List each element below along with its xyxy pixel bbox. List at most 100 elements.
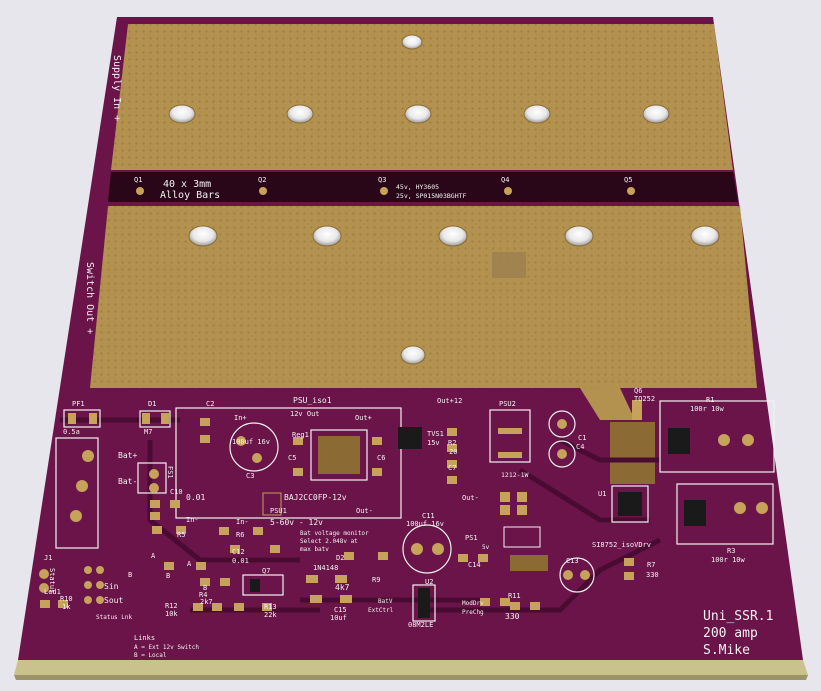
label-r3-value: 100r 10w	[711, 556, 746, 564]
label-extctrl: ExtCtrl	[368, 607, 394, 614]
label-psu1: PSU1	[270, 507, 287, 515]
label-u2-part: 08M2LE	[408, 621, 433, 629]
label-r13: R13	[264, 603, 277, 611]
label-c14: C14	[468, 561, 481, 569]
label-c1: C1	[578, 434, 586, 442]
label-tvs1: TVS1	[427, 430, 444, 438]
component-pads	[39, 413, 768, 618]
psu2-outline	[489, 409, 531, 463]
label-q5: Q5	[624, 176, 632, 184]
label-psu-iso1: PSU_iso1	[293, 396, 332, 405]
label-j1: J1	[44, 554, 52, 562]
transistor-band	[108, 172, 738, 202]
label-r13-value: 22k	[264, 611, 277, 619]
label-r2: R2	[448, 439, 456, 447]
fs1-outline	[137, 462, 167, 494]
label-batv: BatV	[378, 598, 393, 605]
label-r6: R6	[236, 531, 244, 539]
label-q4: Q4	[501, 176, 509, 184]
bar-note-2: Alloy Bars	[160, 190, 220, 201]
label-r1: R1	[706, 396, 714, 404]
label-c12: C12	[232, 548, 245, 556]
label-c6: C6	[377, 454, 385, 462]
psu-iso1-outline	[175, 407, 402, 519]
u1-outline	[611, 485, 649, 523]
label-pf1: PF1	[72, 400, 85, 408]
label-r10-value: 1k	[62, 603, 71, 611]
label-c5: C5	[288, 454, 296, 462]
label-monitor-2: Select 2.048v at	[300, 538, 358, 545]
bar-note-1: 40 x 3mm	[163, 179, 211, 190]
c13-outline	[559, 557, 595, 593]
label-r2-value: 20	[449, 448, 457, 456]
u2-outline	[412, 584, 436, 622]
label-r12: R12	[165, 602, 178, 610]
label-r5: R5	[177, 531, 185, 539]
label-c2: C2	[206, 400, 214, 408]
label-sout: Sout	[104, 596, 123, 605]
c3-outline	[229, 422, 279, 472]
label-out-minus-2: Out-	[462, 494, 479, 502]
label-r10: R10	[60, 595, 73, 603]
label-r1-value: 100r 10w	[690, 405, 725, 413]
label-links-a: A = Ext 12v Switch	[134, 644, 199, 651]
label-psu2-part: 1212-1W	[501, 471, 528, 479]
label-d2-part: 1N4148	[313, 564, 338, 572]
label-range: 5-60v - 12v	[270, 518, 323, 527]
label-reg-part: BAJ2CC0FP-12v	[284, 493, 347, 502]
label-fs1: FS1	[166, 466, 174, 479]
label-status-lnk: Status Lnk	[96, 614, 133, 621]
supply-in-label: Supply In +	[111, 55, 122, 121]
title-line-3: S.Mike	[703, 643, 750, 658]
mosfet-note-1: 45v, HY3605	[396, 183, 439, 191]
label-r12-value: 10k	[165, 610, 178, 618]
label-out-minus: Out-	[356, 507, 373, 515]
traces	[60, 417, 662, 613]
label-12v-out: 12v Out	[290, 410, 320, 418]
label-ps1-value: 5v	[482, 544, 490, 551]
label-prechg: PreChg	[462, 609, 484, 616]
label-u2: U2	[425, 578, 433, 586]
label-c13: C13	[566, 557, 579, 565]
label-c7: C7	[448, 464, 456, 472]
label-bat-minus: Bat-	[118, 477, 137, 486]
label-q3: Q3	[378, 176, 386, 184]
label-r4: R4	[199, 591, 207, 599]
label-link-b2: B	[166, 572, 170, 580]
label-reg1: Reg1	[292, 431, 309, 439]
label-c10: C10	[170, 488, 183, 496]
label-c4: C4	[576, 443, 584, 451]
label-c10-value: 0.01	[186, 493, 205, 502]
label-led1: Led1	[44, 588, 61, 596]
pf1-outline	[63, 409, 101, 428]
label-d2: D2	[336, 554, 344, 562]
label-r11: R11	[508, 592, 521, 600]
label-links-title: Links	[134, 634, 155, 642]
label-r9-value: 4k7	[335, 583, 350, 592]
r3-outline	[676, 483, 774, 545]
label-c15: C15	[334, 606, 347, 614]
d1-outline	[139, 410, 171, 428]
label-u1-part: SI8752_isoVDrv	[592, 541, 651, 549]
label-bat-plus: Bat+	[118, 451, 137, 460]
label-q1: Q1	[134, 176, 142, 184]
label-d1: D1	[148, 400, 156, 408]
label-out-plus: Out+	[355, 414, 372, 422]
r1-outline	[659, 400, 775, 473]
label-r7: R7	[647, 561, 655, 569]
transistor-pads	[136, 187, 635, 195]
q6-tab	[610, 422, 655, 484]
label-in-minus: In-	[186, 516, 199, 524]
component-labels: PF1 0.5a D1 M7 C2 PSU_iso1 Out+12 PSU2 Q…	[44, 387, 773, 659]
label-c11: C11	[422, 512, 435, 520]
q7-outline	[242, 574, 284, 596]
j1-outline	[55, 437, 99, 549]
label-psu2: PSU2	[499, 400, 516, 408]
label-tvs1-value: 15v	[427, 439, 440, 447]
label-d1-value: M7	[144, 428, 152, 436]
label-link-a2: A	[187, 560, 192, 568]
label-q7: Q7	[262, 567, 270, 575]
board-edge	[14, 660, 808, 675]
